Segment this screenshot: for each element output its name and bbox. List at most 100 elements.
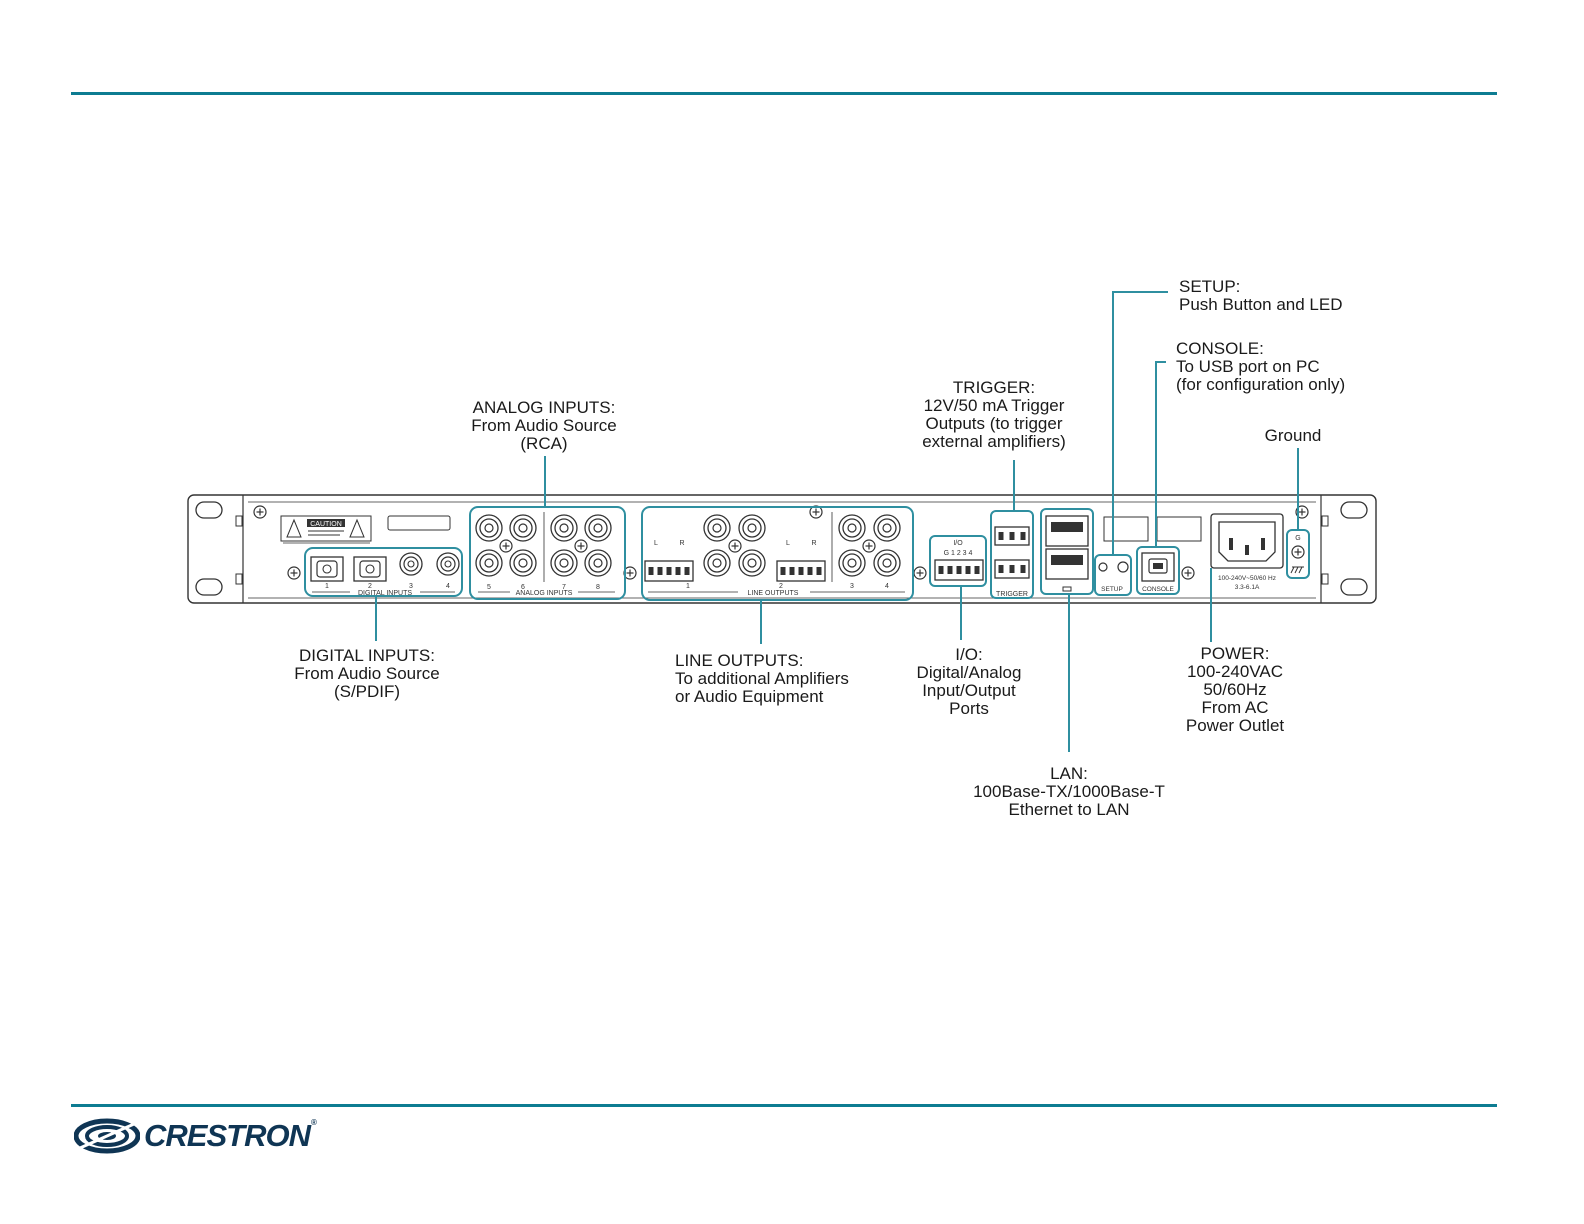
coax-port-3[interactable]	[399, 552, 423, 576]
console-group: CONSOLE	[1136, 546, 1180, 595]
lan-port-2[interactable]	[1045, 548, 1089, 580]
io-group: I/O G 1 2 3 4	[929, 535, 987, 587]
lr-label-r-2: R	[811, 540, 816, 547]
coax-port-4[interactable]	[436, 552, 460, 576]
callout-ground-line-1: Ground	[1264, 426, 1322, 445]
digital-number-2: 2	[368, 583, 372, 590]
line-outputs-panel-label: LINE OUTPUTS	[748, 590, 799, 597]
callout-lan-line-1: LAN:	[1050, 764, 1088, 783]
callout-analog-inputs-line-1: ANALOG INPUTS:	[472, 398, 616, 417]
digital-inputs-panel-label: DIGITAL INPUTS	[358, 590, 412, 597]
io-terminal-block[interactable]	[934, 559, 984, 581]
callout-line-outputs: LINE OUTPUTS: To additional Amplifiers o…	[675, 652, 849, 706]
callout-trigger-line-2: 12V/50 mA Trigger	[923, 396, 1065, 415]
rack-slot-left-top	[195, 501, 223, 519]
lan-port-1[interactable]	[1045, 515, 1089, 547]
analog-inputs-group: 5 6 7 8 ANALOG INPUTS	[469, 506, 626, 600]
output-number-1: 1	[686, 583, 690, 590]
callout-digital-inputs-line-1: DIGITAL INPUTS:	[298, 646, 436, 665]
callout-line-outputs-line-3: or Audio Equipment	[675, 687, 824, 706]
io-panel-label: I/O	[953, 540, 963, 547]
callout-lan-line-3: Ethernet to LAN	[1008, 800, 1130, 819]
callout-io: I/O: Digital/Analog Input/Output Ports	[917, 646, 1022, 718]
callout-power-line-5: Power Outlet	[1185, 716, 1285, 735]
crestron-swirl-icon	[74, 1118, 140, 1154]
callout-power-line-2: 100-240VAC	[1186, 662, 1284, 681]
trigger-terminal-1[interactable]	[994, 526, 1030, 546]
analog-number-8: 8	[596, 584, 600, 591]
callout-io-line-4: Ports	[949, 699, 989, 718]
digital-inputs-group: 1 2 3 4 DIGITAL INPUTS	[304, 547, 463, 597]
callout-power-line-1: POWER:	[1200, 644, 1270, 663]
bottom-rule	[71, 1104, 1497, 1107]
leader-lines	[375, 291, 1299, 752]
callout-analog-inputs-line-2: From Audio Source	[471, 416, 617, 435]
lr-label-r-1: R	[679, 540, 684, 547]
callout-setup: SETUP: Push Button and LED	[1179, 278, 1343, 314]
crestron-logo: CRESTRON®	[74, 1114, 317, 1158]
callout-console-line-3: (for configuration only)	[1176, 375, 1346, 394]
digital-number-4: 4	[446, 583, 450, 590]
rack-slot-left-bottom	[195, 578, 223, 596]
caution-text: CAUTION	[310, 521, 342, 528]
io-pins-label: G 1 2 3 4	[944, 550, 973, 557]
top-rule	[71, 92, 1497, 95]
callout-power: POWER: 100-240VAC 50/60Hz From AC Power …	[1186, 645, 1284, 735]
crestron-wordmark: CRESTRON®	[144, 1118, 317, 1154]
output-number-2: 2	[779, 583, 783, 590]
callout-digital-inputs: DIGITAL INPUTS: From Audio Source (S/PDI…	[294, 647, 440, 701]
callout-ground: Ground	[1265, 427, 1322, 445]
optical-port-1[interactable]	[310, 556, 344, 582]
analog-number-6: 6	[521, 584, 525, 591]
lr-label-l-1: L	[654, 540, 658, 547]
callout-trigger-line-1: TRIGGER:	[952, 378, 1036, 397]
leader-console	[1155, 361, 1166, 547]
analog-inputs-panel-label: ANALOG INPUTS	[516, 590, 573, 597]
optical-port-2[interactable]	[353, 556, 387, 582]
brand-registered-mark: ®	[310, 1118, 317, 1127]
console-panel-label: CONSOLE	[1142, 586, 1174, 593]
callout-trigger-line-4: external amplifiers)	[922, 432, 1066, 451]
callout-line-outputs-line-2: To additional Amplifiers	[675, 669, 849, 688]
line-output-terminal-1[interactable]	[644, 560, 694, 582]
callout-setup-line-2: Push Button and LED	[1179, 295, 1343, 314]
trigger-panel-label: TRIGGER	[996, 591, 1028, 598]
analog-number-7: 7	[562, 584, 566, 591]
ground-panel-mark: G	[1295, 535, 1300, 542]
callout-console: CONSOLE: To USB port on PC (for configur…	[1176, 340, 1345, 394]
callout-analog-inputs: ANALOG INPUTS: From Audio Source (RCA)	[471, 399, 617, 453]
setup-led	[1098, 562, 1108, 572]
callout-setup-line-1: SETUP:	[1179, 277, 1241, 296]
callout-io-line-2: Digital/Analog	[916, 663, 1022, 682]
callout-io-line-1: I/O:	[955, 645, 983, 664]
setup-button[interactable]	[1117, 561, 1129, 573]
output-number-3: 3	[850, 583, 854, 590]
line-output-terminal-2[interactable]	[776, 560, 826, 582]
power-group: 100-240V~50/60 Hz 3.3-6.1A	[1210, 513, 1284, 591]
power-rating-1: 100-240V~50/60 Hz	[1218, 575, 1276, 582]
digital-number-3: 3	[409, 583, 413, 590]
leader-setup	[1112, 291, 1168, 555]
callout-power-line-3: 50/60Hz	[1203, 680, 1267, 699]
callout-analog-inputs-line-3: (RCA)	[520, 434, 568, 453]
output-number-4: 4	[885, 583, 889, 590]
setup-panel-label: SETUP	[1101, 586, 1123, 593]
callout-console-line-1: CONSOLE:	[1176, 339, 1264, 358]
trigger-terminal-2[interactable]	[994, 559, 1030, 579]
rack-slot-right-bottom	[1340, 578, 1368, 596]
callout-line-outputs-line-1: LINE OUTPUTS:	[675, 651, 804, 670]
ac-power-inlet[interactable]	[1218, 521, 1276, 562]
rack-slot-right-top	[1340, 501, 1368, 519]
lr-label-l-2: L	[786, 540, 790, 547]
digital-number-1: 1	[325, 583, 329, 590]
callout-trigger-line-3: Outputs (to trigger	[925, 414, 1063, 433]
usb-console-port[interactable]	[1141, 552, 1175, 582]
callout-power-line-4: From AC	[1201, 698, 1269, 717]
line-outputs-group: L R L R 1 2 3 4 LINE OUTPUTS	[641, 506, 914, 601]
lan-group	[1040, 508, 1094, 595]
trigger-group: TRIGGER	[990, 510, 1034, 599]
callout-lan: LAN: 100Base-TX/1000Base-T Ethernet to L…	[973, 765, 1165, 819]
callout-trigger: TRIGGER: 12V/50 mA Trigger Outputs (to t…	[922, 379, 1066, 451]
caution-label: CAUTION	[280, 515, 451, 544]
